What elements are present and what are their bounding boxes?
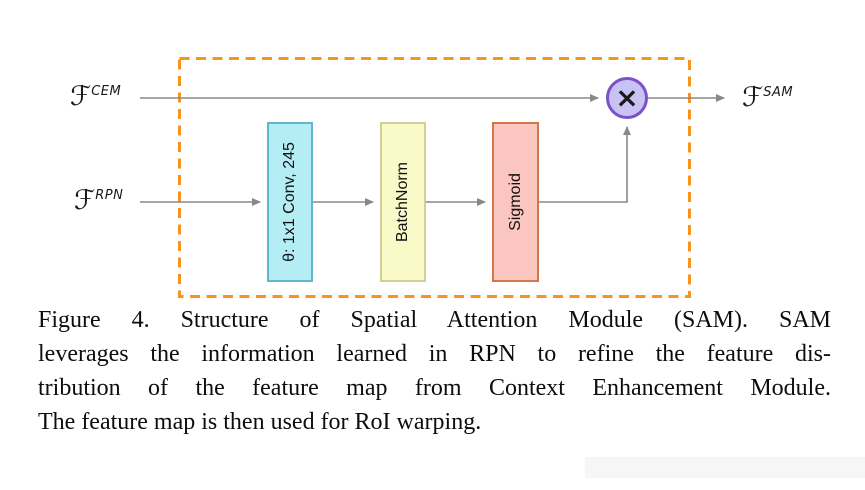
rpn-superscript: RPN: [95, 188, 124, 203]
conv-block-label: θ: 1x1 Conv, 245: [281, 142, 298, 262]
cem-superscript: CEM: [91, 84, 122, 99]
caption-line: Figure 4. Structure of Spatial Attention…: [38, 307, 831, 333]
batchnorm-block-label: BatchNorm: [394, 161, 411, 243]
input-label-rpn: ℱRPN: [74, 186, 123, 216]
sam-superscript: SAM: [763, 85, 794, 100]
figure-caption: Figure 4. Structure of Spatial Attention…: [38, 303, 831, 439]
output-label-sam: ℱSAM: [742, 83, 793, 113]
batchnorm-block: BatchNorm: [380, 122, 426, 282]
background-artifact: [585, 457, 865, 478]
script-f-symbol: ℱ: [742, 82, 764, 113]
caption-line: leverages the information learned in RPN…: [38, 341, 831, 367]
caption-line: tribution of the feature map from Contex…: [38, 375, 831, 401]
sigmoid-block: Sigmoid: [492, 122, 539, 282]
sam-module-boundary: [178, 57, 691, 298]
input-label-cem: ℱCEM: [70, 82, 121, 112]
multiply-operator: ×: [606, 77, 648, 119]
diagram-connectors: [140, 57, 725, 298]
sigmoid-block-label: Sigmoid: [506, 173, 524, 231]
script-f-symbol: ℱ: [70, 81, 92, 112]
multiply-icon: ×: [615, 81, 639, 114]
conv-block: θ: 1x1 Conv, 245: [267, 122, 313, 282]
caption-line: The feature map is then used for RoI war…: [38, 409, 482, 435]
sigmoid-to-multiply-arrow: [539, 126, 631, 203]
script-f-symbol: ℱ: [74, 185, 96, 216]
